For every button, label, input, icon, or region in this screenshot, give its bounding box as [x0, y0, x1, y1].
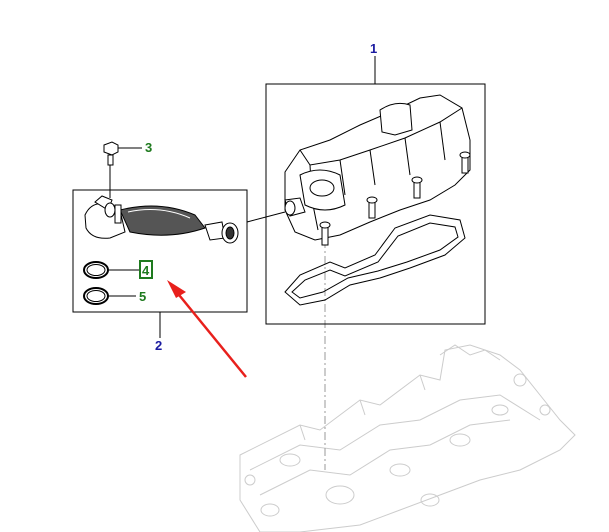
callout-3[interactable]: 3 [145, 140, 152, 155]
highlight-box-4 [139, 260, 153, 279]
cam-cover-drawing [284, 94, 471, 306]
callout-2[interactable]: 2 [155, 338, 162, 353]
o-ring-part-4 [83, 261, 109, 279]
bolt-part-3 [103, 141, 119, 166]
breather-hose-drawing [84, 195, 239, 244]
callout-1[interactable]: 1 [370, 41, 377, 56]
connection-leader [246, 211, 286, 223]
o-ring-part-5 [83, 287, 109, 305]
callout-4[interactable]: 4 [142, 263, 150, 278]
cylinder-head-ghost [239, 344, 576, 532]
red-pointer-arrow-icon [167, 280, 247, 378]
callout-5[interactable]: 5 [139, 289, 146, 304]
